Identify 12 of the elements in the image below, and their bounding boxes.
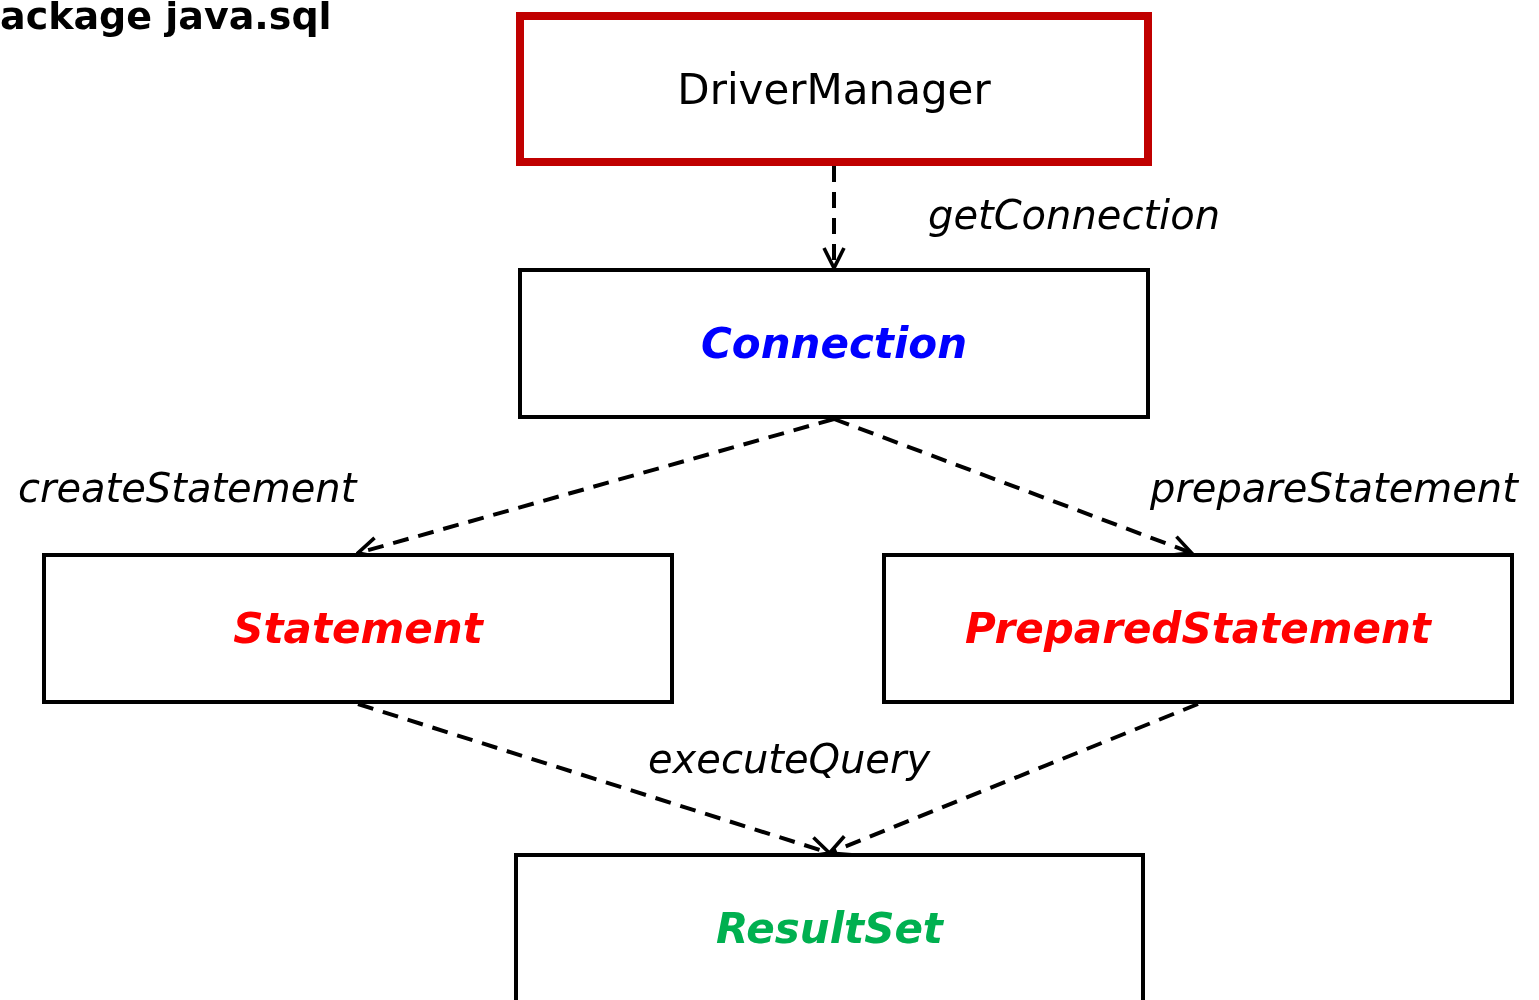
package-heading: ackage java.sql — [0, 0, 332, 38]
class-box — [518, 268, 1150, 419]
class-box — [516, 12, 1152, 166]
dependency-arrow — [822, 166, 846, 270]
class-box — [42, 553, 674, 704]
class-name: DriverManager — [677, 64, 991, 114]
class-name: Statement — [233, 604, 483, 653]
class-name: ResultSet — [716, 904, 943, 953]
class-name: PreparedStatement — [965, 604, 1431, 653]
class-box — [514, 853, 1145, 1000]
class-name: Connection — [700, 319, 968, 368]
class-box — [882, 553, 1514, 704]
